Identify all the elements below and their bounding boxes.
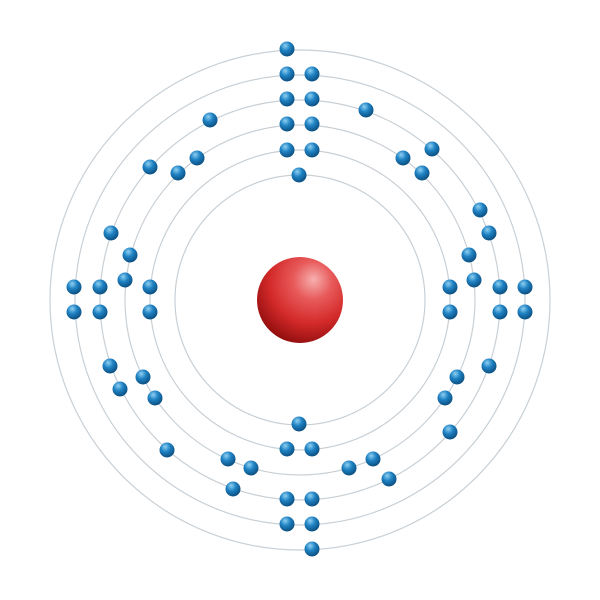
electron-shell-3 <box>122 247 138 263</box>
electron-shell-4 <box>381 471 397 487</box>
electron-shell-5 <box>279 66 295 82</box>
electron-shell-4 <box>424 141 440 157</box>
electron-shell-5 <box>66 279 82 295</box>
electron-shell-3 <box>304 491 320 507</box>
electron-shell-4 <box>442 424 458 440</box>
electrons <box>66 41 533 557</box>
electron-shell-3 <box>461 247 477 263</box>
shell-3 <box>124 124 476 476</box>
electron-shell-3 <box>279 491 295 507</box>
electron-shell-4 <box>112 381 128 397</box>
electron-shell-2 <box>304 441 320 457</box>
electron-shell-3 <box>437 390 453 406</box>
electron-shell-4 <box>159 442 175 458</box>
electron-shell-4 <box>279 91 295 107</box>
nucleus <box>257 257 343 343</box>
electron-shell-5 <box>66 304 82 320</box>
electron-shell-4 <box>142 159 158 175</box>
electron-shell-4 <box>481 225 497 241</box>
electron-shell-5 <box>472 202 488 218</box>
electron-shell-3 <box>135 369 151 385</box>
shell-2 <box>149 149 451 451</box>
electron-shell-4 <box>103 225 119 241</box>
electron-shell-2 <box>279 142 295 158</box>
electron-shell-3 <box>243 460 259 476</box>
electron-shell-2 <box>442 304 458 320</box>
electron-shell-5 <box>304 66 320 82</box>
electron-shell-6 <box>304 541 320 557</box>
electron-shell-3 <box>220 451 236 467</box>
electron-shell-2 <box>142 304 158 320</box>
electron-shell-1 <box>291 416 307 432</box>
electron-shell-3 <box>117 272 133 288</box>
shell-4 <box>99 99 501 501</box>
electron-shell-4 <box>279 516 295 532</box>
electron-shell-3 <box>414 165 430 181</box>
shell-5 <box>74 74 526 526</box>
electron-shell-4 <box>492 304 508 320</box>
electron-shell-4 <box>225 481 241 497</box>
electron-shell-5 <box>517 304 533 320</box>
electron-shell-4 <box>92 304 108 320</box>
electron-shell-3 <box>189 150 205 166</box>
electron-shell-5 <box>517 279 533 295</box>
electron-shell-3 <box>304 116 320 132</box>
electron-shell-4 <box>481 358 497 374</box>
electron-shell-2 <box>442 279 458 295</box>
electron-shell-3 <box>279 116 295 132</box>
electron-shell-4 <box>304 91 320 107</box>
electron-shell-3 <box>449 369 465 385</box>
electron-shell-4 <box>202 112 218 128</box>
electron-shell-6 <box>279 41 295 57</box>
electron-shell-3 <box>170 165 186 181</box>
electron-shell-3 <box>365 451 381 467</box>
electron-shell-4 <box>102 358 118 374</box>
electron-shell-1 <box>291 167 307 183</box>
electron-shell-2 <box>304 142 320 158</box>
electron-shell-4 <box>304 516 320 532</box>
electron-shell-2 <box>142 279 158 295</box>
electron-shell-3 <box>147 390 163 406</box>
electron-shell-4 <box>492 279 508 295</box>
electron-shell-3 <box>341 460 357 476</box>
electron-shell-4 <box>92 279 108 295</box>
electron-shell-3 <box>466 272 482 288</box>
electron-shell-2 <box>279 441 295 457</box>
electron-shell-3 <box>395 150 411 166</box>
shell-6 <box>49 49 551 551</box>
electron-shell-4 <box>358 102 374 118</box>
